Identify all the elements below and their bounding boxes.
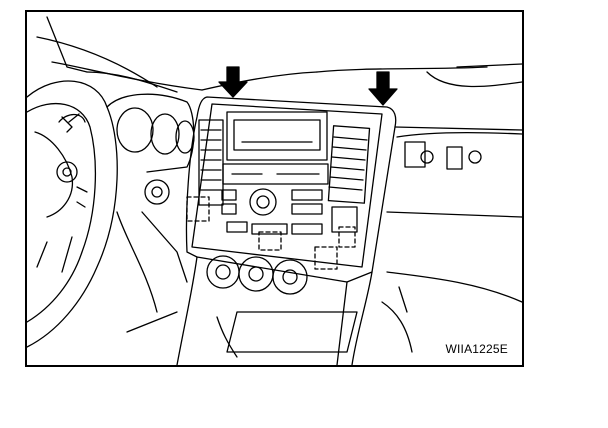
down-arrow-icon bbox=[368, 71, 398, 106]
climate-control-knobs bbox=[206, 255, 308, 295]
figure-id-label: WIIA1225E bbox=[445, 342, 508, 356]
callout-arrows bbox=[218, 66, 398, 106]
windshield-lines bbox=[36, 16, 522, 93]
illustration-frame: WIIA1225E bbox=[25, 10, 524, 367]
right-air-vent bbox=[327, 125, 371, 204]
left-air-vent bbox=[198, 119, 224, 206]
audio-head-unit bbox=[221, 111, 358, 235]
steering-wheel bbox=[27, 80, 118, 348]
passenger-side-panel bbox=[381, 71, 522, 353]
instrument-cluster bbox=[58, 93, 195, 313]
down-arrow-icon bbox=[218, 66, 248, 98]
dashboard-illustration bbox=[27, 16, 522, 365]
clip-marker-right bbox=[338, 226, 356, 248]
lower-console bbox=[126, 311, 358, 358]
clip-marker-right-lower bbox=[314, 246, 338, 270]
clip-marker-left bbox=[186, 196, 210, 222]
hidden-clip-markers bbox=[186, 196, 356, 270]
clip-marker-center bbox=[258, 231, 282, 251]
